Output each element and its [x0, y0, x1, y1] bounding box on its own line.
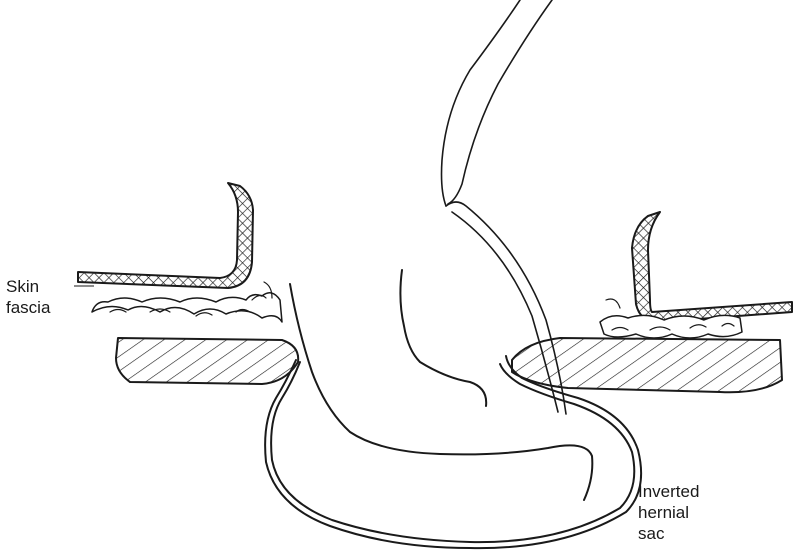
- label-sac: sac: [638, 523, 699, 544]
- label-inverted-hernial-sac: Inverted hernial sac: [638, 481, 699, 544]
- label-skin: Skin: [6, 276, 50, 297]
- suture-right-strand: [448, 0, 552, 204]
- finger-outline: [290, 284, 592, 500]
- right-fascia-layer: [600, 315, 742, 338]
- right-abdominal-wall: [512, 212, 792, 392]
- label-fascia: fascia: [6, 297, 50, 318]
- left-muscle-layer: [116, 338, 298, 384]
- right-skin-layer: [632, 212, 792, 322]
- left-skin-layer: [78, 183, 253, 288]
- finger-knuckle-line: [400, 270, 486, 406]
- label-skin-fascia: Skin fascia: [6, 276, 50, 318]
- left-abdominal-wall: [78, 183, 298, 384]
- label-hernial: hernial: [638, 502, 699, 523]
- left-fascia-layer: [92, 293, 282, 322]
- label-inverted: Inverted: [638, 481, 699, 502]
- suture-left-strand: [442, 0, 521, 206]
